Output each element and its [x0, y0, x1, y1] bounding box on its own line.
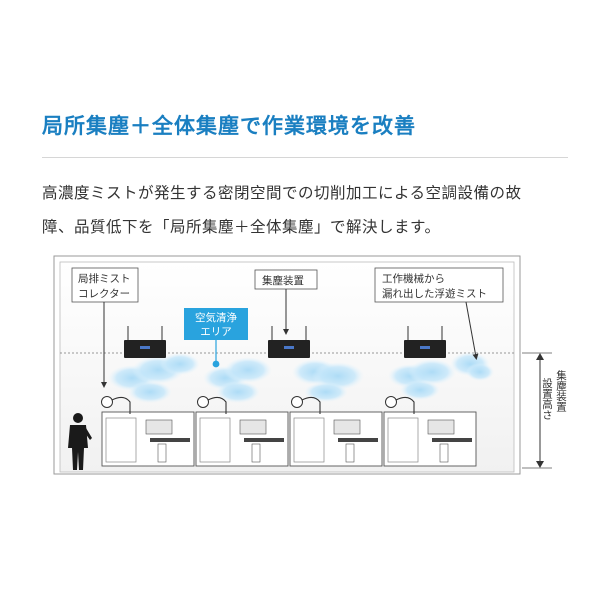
callout-floating-mist — [374, 267, 504, 360]
callout-floating-mist-line2: 漏れ出した浮遊ミスト — [382, 287, 487, 300]
collector-unit-1 — [124, 326, 166, 358]
machine-tool-2 — [195, 396, 289, 467]
callout-clean-area — [184, 308, 248, 368]
machine-tool-3 — [289, 396, 383, 467]
callout-collector-label: 集塵装置 — [262, 274, 304, 287]
height-dimension — [522, 352, 552, 469]
callout-local-collector — [71, 267, 139, 388]
description-line-2: 障、品質低下を「局所集塵＋全体集塵」で解決します。 — [42, 218, 441, 236]
height-label-col2: 設置高さ — [541, 377, 553, 420]
machine-tool-4 — [383, 396, 477, 467]
collector-unit-3 — [404, 326, 446, 358]
height-label-col1: 集塵装置 — [555, 369, 567, 412]
mist-clouds — [108, 352, 494, 403]
worker-icon — [68, 413, 92, 470]
page-title: 局所集塵＋全体集塵で作業環境を改善 — [42, 114, 416, 138]
callout-clean-area-line1: 空気清浄 — [195, 311, 237, 324]
divider — [42, 157, 568, 158]
callout-collector — [254, 269, 318, 335]
callout-floating-mist-line1: 工作機械から — [382, 272, 445, 285]
collector-unit-2 — [268, 326, 310, 358]
machine-tool-1 — [101, 396, 195, 467]
callout-clean-area-line2: エリア — [200, 326, 232, 338]
description: 高濃度ミストが発生する密閉空間での切削加工による空調設備の故 障、品質低下を「局… — [42, 176, 572, 244]
callout-local-collector-line2: コレクター — [78, 288, 130, 300]
callout-local-collector-line1: 局排ミスト — [78, 272, 131, 285]
description-line-1: 高濃度ミストが発生する密閉空間での切削加工による空調設備の故 — [42, 184, 522, 202]
